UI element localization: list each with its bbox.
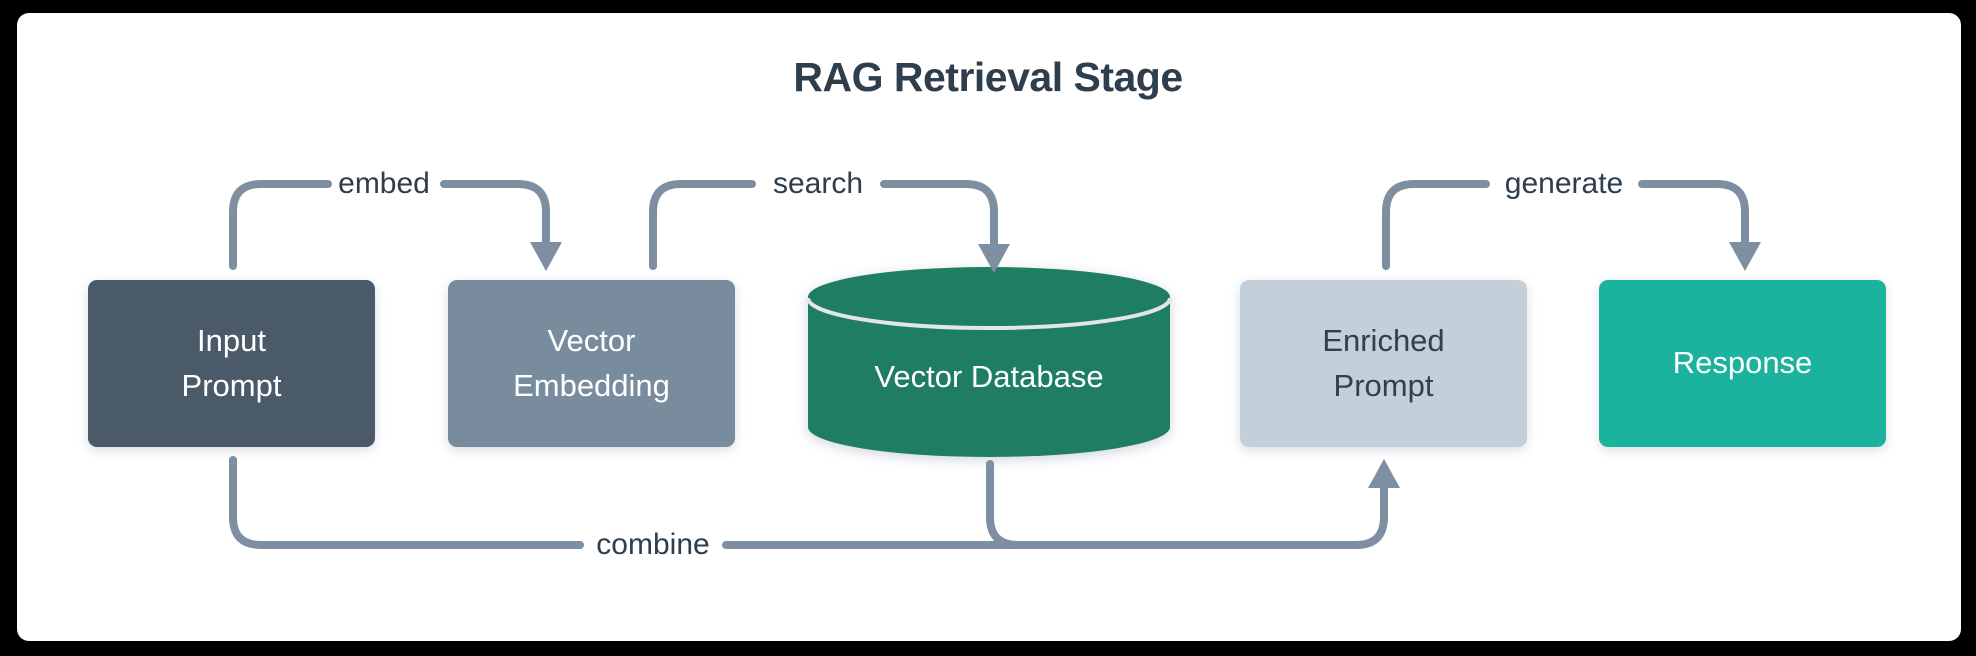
edge-generate-arrowhead (1729, 242, 1761, 271)
vector-database-cylinder (806, 267, 1172, 457)
edge-combine-segment-end (722, 484, 1388, 549)
edge-label-embed: embed (338, 167, 430, 200)
edge-label-search: search (772, 167, 864, 200)
edge-embed-segment-end (440, 180, 550, 246)
edge-combine-segment-start (229, 456, 584, 549)
cylinder-rim-line (806, 297, 1172, 330)
node-vector-database-label: Vector Database (874, 359, 1104, 394)
cylinder-body (808, 297, 1170, 457)
edge-generate-segment-end (1638, 180, 1749, 246)
edge-generate-segment-start (1382, 180, 1490, 270)
node-response: Response (1599, 280, 1886, 447)
node-input-prompt: Input Prompt (88, 280, 375, 447)
node-vector-embedding: Vector Embedding (448, 280, 735, 447)
edge-combine-arrowhead (1368, 459, 1400, 488)
edge-embed-arrowhead (530, 242, 562, 271)
edge-combine-database-stub (986, 460, 1040, 549)
cylinder-top (808, 267, 1170, 327)
edge-search-arrowhead (978, 244, 1010, 273)
diagram-title: RAG Retrieval Stage (793, 54, 1183, 100)
node-enriched-prompt: Enriched Prompt (1240, 280, 1527, 447)
edge-label-generate: generate (1504, 167, 1624, 200)
edge-label-combine: combine (596, 528, 710, 561)
edge-search-segment-start (649, 180, 756, 270)
edge-search-segment-end (880, 180, 998, 248)
edge-embed-segment-start (229, 180, 332, 270)
